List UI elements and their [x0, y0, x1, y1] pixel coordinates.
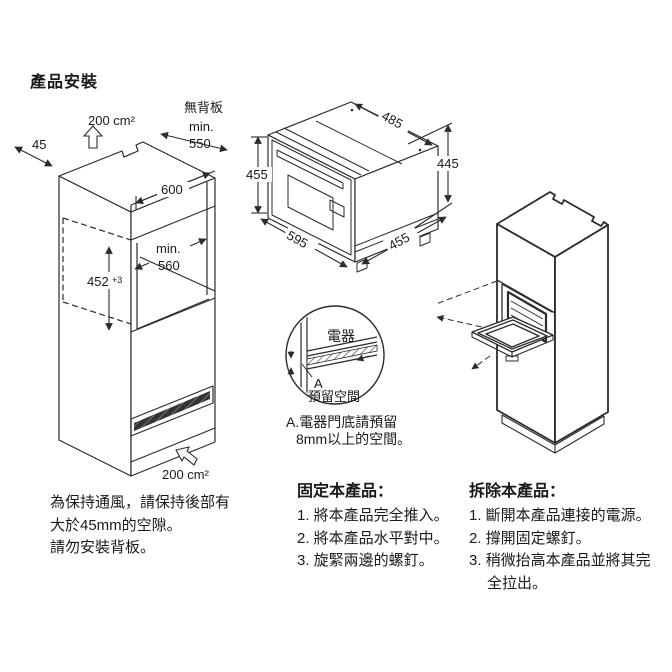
- gap-hatch-strip: [306, 344, 378, 366]
- ventilation-note-line: 大於45mm的空隙。: [50, 516, 182, 534]
- door-gap-detail-callout: 電器 A 預留空間: [285, 305, 385, 405]
- niche-depth-min-word: min.: [156, 241, 181, 256]
- oven-height-left: 455: [246, 167, 268, 182]
- no-back-panel-label: 無背板: [184, 100, 223, 115]
- bottom-vent-area-label: 200 cm²: [162, 467, 210, 482]
- width-600-label: 600: [161, 182, 183, 197]
- gap-caption-line2: 8mm以上的空間。: [296, 431, 412, 447]
- oven-height-right: 445: [437, 156, 459, 171]
- fix-step: 1. 將本產品完全推入。: [297, 507, 449, 524]
- remove-step: 1. 斷開本產品連接的電源。: [469, 507, 651, 524]
- remove-step: 2. 撐開固定螺釘。: [469, 529, 591, 547]
- airflow-up-arrow: [82, 125, 104, 149]
- fix-product-heading: 固定本產品：: [297, 483, 394, 500]
- depth-min-550: 550: [189, 136, 211, 151]
- rear-gap-label: 45: [32, 137, 46, 152]
- page-title: 產品安裝: [30, 74, 99, 91]
- oven-dimension-drawing: [267, 101, 439, 273]
- niche-depth-560: 560: [158, 258, 180, 273]
- niche-height-tolerance: +3: [112, 275, 122, 285]
- remove-product-section: 拆除本產品： 1. 斷開本產品連接的電源。 2. 撐開固定螺釘。 3. 稍微抬高…: [469, 481, 665, 595]
- ventilation-note-line: 為保持通風，請保持後部有: [50, 494, 231, 511]
- installed-oven-cabinet-drawing: [471, 191, 609, 454]
- top-vent-area-label: 200 cm²: [88, 113, 136, 128]
- hidden-cavity-dashed-lines: [62, 217, 132, 325]
- reserved-space-label: 預留空間: [308, 389, 360, 404]
- appliance-label: 電器: [327, 328, 355, 344]
- niche-height-452: 452: [87, 274, 109, 289]
- ventilation-note: 為保持通風，請保持後部有 大於45mm的空隙。 請勿安裝背板。: [50, 492, 230, 560]
- remove-step: 3. 稍微抬高本產品並將其完全拉出。: [469, 552, 651, 592]
- airflow-upleft-arrow: [175, 446, 198, 466]
- oven-handle: [276, 149, 344, 190]
- fix-product-section: 固定本產品： 1. 將本產品完全推入。 2. 將本產品水平對中。 3. 旋緊兩邊…: [297, 481, 477, 573]
- built-in-cabinet-drawing: [58, 141, 216, 477]
- gap-caption-line1: A.電器門底請預留: [286, 414, 398, 430]
- ventilation-note-line: 請勿安裝背板。: [50, 539, 156, 556]
- remove-product-heading: 拆除本產品：: [469, 483, 566, 500]
- open-oven-door: [471, 316, 554, 362]
- gap-marker-a: A: [314, 376, 323, 391]
- fix-step: 2. 將本產品水平對中。: [297, 529, 449, 547]
- fix-step: 3. 旋緊兩邊的螺釘。: [297, 552, 434, 569]
- bottom-vent-grille: [134, 391, 210, 431]
- depth-min-word: min.: [189, 119, 214, 134]
